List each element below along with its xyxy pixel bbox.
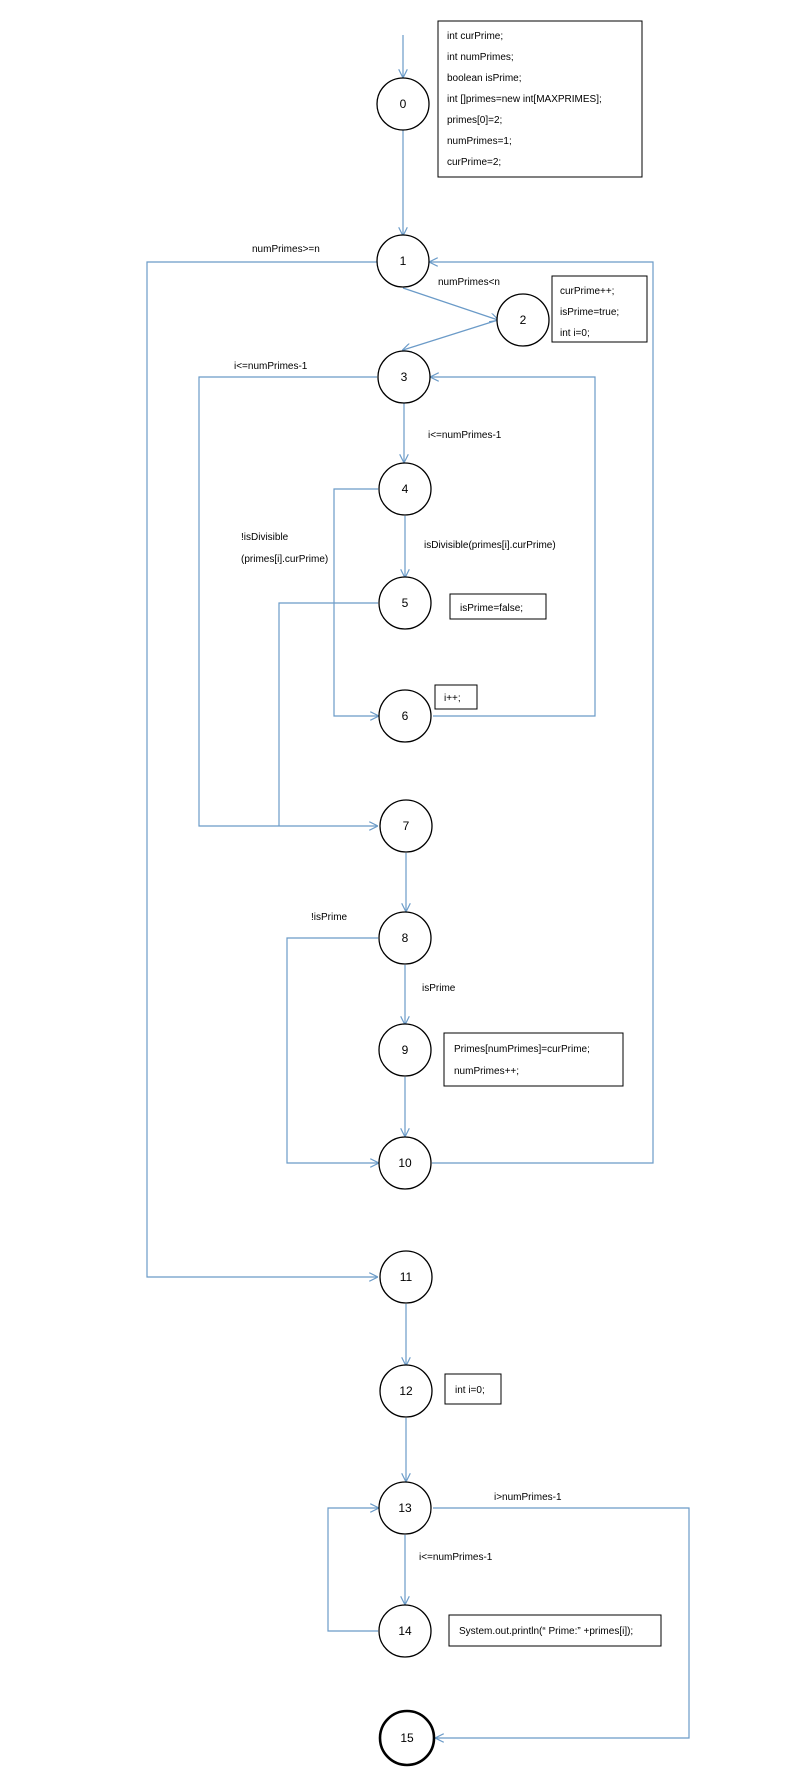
node-11-label: 11 [400,1270,413,1284]
code-line: boolean isPrime; [447,73,521,84]
edge-13-15 [433,1507,690,1738]
edge-2-3 [403,319,499,350]
node-3-label: 3 [401,370,408,384]
code-box-5: isPrime=false; [449,593,547,620]
code-box-12: int i=0; [444,1373,502,1405]
node-5-label: 5 [402,596,409,610]
edge-label-4-6-line2: (primes[i].curPrime) [241,554,328,565]
code-box-2: curPrime++; isPrime=true; int i=0; [551,275,648,343]
node-8-label: 8 [402,931,409,945]
node-15-label: 15 [400,1731,414,1745]
edge-5-7 [278,602,378,826]
code-line: primes[0]=2; [447,115,502,126]
edge-8-10 [286,937,378,1163]
edge-label-1-11: numPrimes>=n [252,244,320,255]
node-2: 2 [496,293,550,347]
edge-10-1 [430,262,654,1164]
edge-label-8-9: isPrime [422,983,456,994]
node-13-label: 13 [398,1501,412,1515]
code-box-14: System.out.println(“ Prime:” +primes[i])… [448,1614,662,1647]
code-line: Primes[numPrimes]=curPrime; [454,1044,590,1055]
edge-label-13-14: i<=numPrimes-1 [419,1552,493,1563]
code-line: curPrime++; [560,286,614,297]
code-line: isPrime=true; [560,307,619,318]
edge-1-11 [146,261,377,1277]
edge-labels: numPrimes>=n numPrimes<n i<=numPrimes-1 … [234,244,562,1563]
node-5: 5 [378,576,432,630]
code-line: curPrime=2; [447,157,501,168]
node-15: 15 [378,1709,436,1767]
edge-label-3-4: i<=numPrimes-1 [428,430,502,441]
code-line: int i=0; [455,1385,485,1396]
node-12: 12 [379,1364,433,1418]
node-1: 1 [376,234,430,288]
edge-label-3-7: i<=numPrimes-1 [234,361,308,372]
code-line: System.out.println(“ Prime:” +primes[i])… [459,1626,633,1637]
code-line: i++; [444,693,461,704]
edge-14-13 [327,1508,378,1632]
node-9-label: 9 [402,1043,409,1057]
node-2-label: 2 [520,313,527,327]
node-1-label: 1 [400,254,407,268]
code-box-9: Primes[numPrimes]=curPrime; numPrimes++; [443,1032,624,1087]
code-line: numPrimes=1; [447,136,512,147]
edge-label-4-6-line1: !isDivisible [241,532,289,543]
node-4-label: 4 [402,482,409,496]
node-14-label: 14 [398,1624,412,1638]
edges [146,35,690,1738]
node-11: 11 [379,1250,433,1304]
edge-3-7 [198,376,377,826]
node-14: 14 [378,1604,432,1658]
edge-label-1-2: numPrimes<n [438,277,500,288]
code-line: int []primes=new int[MAXPRIMES]; [447,94,602,105]
code-box-0: int curPrime; int numPrimes; boolean isP… [437,20,643,178]
node-6-label: 6 [402,709,409,723]
code-line: int curPrime; [447,31,503,42]
edge-label-13-15: i>numPrimes-1 [494,1492,562,1503]
edge-6-3 [431,377,596,717]
node-3: 3 [377,350,431,404]
edge-1-2 [402,287,498,320]
node-7: 7 [379,799,433,853]
code-box-6: i++; [434,684,478,710]
node-7-label: 7 [403,819,410,833]
node-12-label: 12 [399,1384,413,1398]
code-line: isPrime=false; [460,603,523,614]
node-10-label: 10 [398,1156,412,1170]
node-8: 8 [378,911,432,965]
node-6: 6 [378,689,432,743]
node-13: 13 [378,1481,432,1535]
edge-label-8-10: !isPrime [311,912,348,923]
node-0-label: 0 [400,97,407,111]
node-4: 4 [378,462,432,516]
node-0: 0 [376,77,430,131]
edge-label-4-5: isDivisible(primes[i].curPrime) [424,540,556,551]
code-line: int numPrimes; [447,52,514,63]
node-9: 9 [378,1023,432,1077]
node-10: 10 [378,1136,432,1190]
code-line: numPrimes++; [454,1066,519,1077]
code-line: int i=0; [560,328,590,339]
nodes: 0 1 2 3 4 5 6 7 [376,77,550,1767]
